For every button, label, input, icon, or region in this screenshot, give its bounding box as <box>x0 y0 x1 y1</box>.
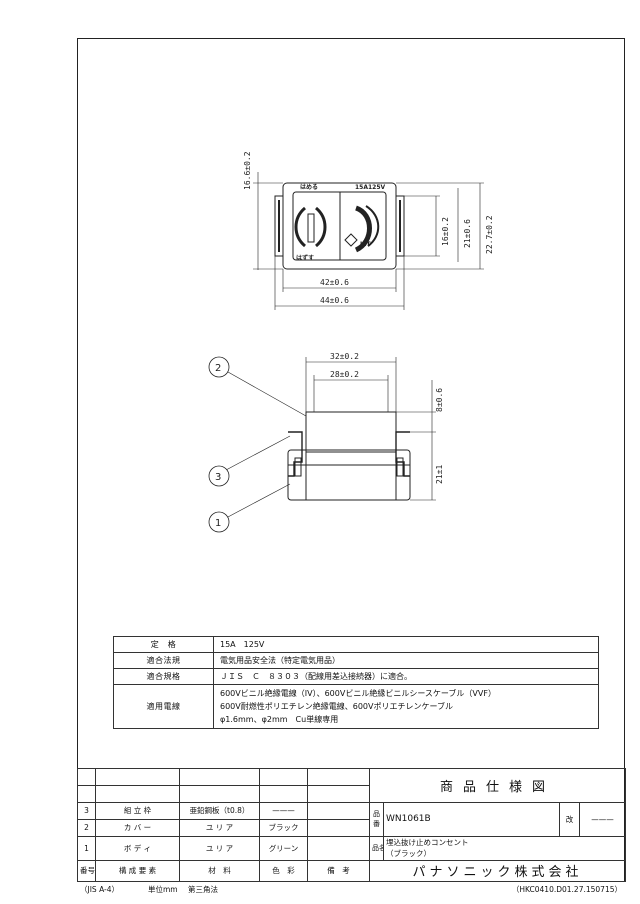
spec-value: ＪＩＳ Ｃ ８３０３（配線用差込接続器）に適合。 <box>213 668 599 685</box>
label-remove: はずす <box>296 254 314 262</box>
dim-side-right-1: 8±0.6 <box>435 388 444 412</box>
front-view <box>274 182 405 270</box>
front-view-dim-text: 16.6±0.2 16±0.2 21±0.6 22.7±0.2 42±0.6 4… <box>243 151 494 305</box>
spec-row: 適合規格 ＪＩＳ Ｃ ８３０３（配線用差込接続器）に適合。 <box>113 668 599 685</box>
part-note <box>307 835 370 861</box>
parts-header-row: 番号 構 成 要 素 材 料 色 彩 備 考 パナソニック株式会社 <box>77 859 627 883</box>
part-bubble-numbers: 2 3 1 <box>215 363 221 529</box>
technical-drawing: はめる 15A125V はずす JET 16.6±0.2 16±0.2 21±0… <box>208 151 494 533</box>
header-color: 色 彩 <box>259 859 308 883</box>
dim-side-right-2: 21±1 <box>435 465 444 484</box>
header-component: 構 成 要 素 <box>95 859 180 883</box>
part-no: 3 <box>77 801 96 820</box>
product-name-label: 品名 <box>369 835 384 861</box>
dim-side-top-1: 32±0.2 <box>330 352 359 361</box>
spec-value-line: 600Vビニル絶縁電線（IV）、600Vビニル絶縁ビニルシースケーブル（VVF） <box>220 689 496 698</box>
header-note: 備 考 <box>307 859 370 883</box>
dim-height-overall: 16.6±0.2 <box>243 151 252 190</box>
part-bubbles <box>208 356 230 533</box>
side-view <box>287 411 411 501</box>
spec-row: 定 格 15A 125V <box>113 636 599 653</box>
spec-row: 適用電線 600Vビニル絶縁電線（IV）、600Vビニル絶縁ビニルシースケーブル… <box>113 684 599 729</box>
spec-row: 適合法規 電気用品安全法（特定電気用品） <box>113 652 599 669</box>
product-name-text: 埋込抜け止めコンセント <box>386 838 469 848</box>
part-material: ユ リ ア <box>179 818 260 837</box>
part-color: ——— <box>259 801 308 820</box>
revision-label: 改 <box>559 801 580 837</box>
part-no: 2 <box>77 818 96 837</box>
part-no: 1 <box>77 835 96 861</box>
header-material: 材 料 <box>179 859 260 883</box>
side-view-dimensions <box>225 357 436 519</box>
unit-note: 単位mm <box>148 885 178 894</box>
part-color: ブラック <box>259 818 308 837</box>
front-view-dimensions <box>253 172 484 310</box>
label-rating: 15A125V <box>355 184 386 191</box>
spec-key: 適合規格 <box>113 668 214 685</box>
part-name: 組 立 枠 <box>95 801 180 820</box>
dim-right-1: 16±0.2 <box>441 217 450 246</box>
spec-key: 適合法規 <box>113 652 214 669</box>
spec-value-line: φ1.6mm、φ2mm Cu単線専用 <box>220 715 339 724</box>
part-material: ユ リ ア <box>179 835 260 861</box>
title-block: 商品仕様図 3 組 立 枠 亜鉛鋼板（t0.8） ——— 品番 WN1061B … <box>77 768 627 883</box>
paper-size: （JIS A-4） <box>80 885 120 894</box>
parts-row: 1 ボ デ ィ ユ リ ア グリーン 品名 埋込抜け止めコンセント （ブラック） <box>77 835 627 861</box>
part-name: ボ デ ィ <box>95 835 180 861</box>
label-jet: JET <box>359 241 371 248</box>
part-note <box>307 818 370 837</box>
document-title: 商品仕様図 <box>368 768 627 803</box>
product-no-label: 品番 <box>369 801 384 837</box>
part-name: カ バ ー <box>95 818 180 837</box>
dim-side-top-2: 28±0.2 <box>330 370 359 379</box>
spec-key: 定 格 <box>113 636 214 653</box>
spec-value: 電気用品安全法（特定電気用品） <box>213 652 599 669</box>
projection-note: 第三角法 <box>188 885 218 894</box>
spec-table: 定 格 15A 125V 適合法規 電気用品安全法（特定電気用品） 適合規格 Ｊ… <box>113 636 599 729</box>
drawing-frame <box>77 38 625 882</box>
part-number-1: 1 <box>215 518 221 529</box>
spec-value-line: 600V耐燃性ポリエチレン絶縁電線、600Vポリエチレンケーブル <box>220 702 454 711</box>
company-name: パナソニック株式会社 <box>368 859 627 883</box>
part-color: グリーン <box>259 835 308 861</box>
spec-key: 適用電線 <box>113 684 214 729</box>
document-code: （HKC0410.D01.27.150715） <box>511 885 622 894</box>
front-view-labels: はめる 15A125V はずす JET <box>296 183 386 262</box>
part-note <box>307 801 370 820</box>
dim-bottom-2: 44±0.6 <box>320 296 349 305</box>
spec-value: 15A 125V <box>213 636 599 653</box>
product-color-text: （ブラック） <box>386 849 431 859</box>
dim-bottom-1: 42±0.6 <box>320 278 349 287</box>
part-material: 亜鉛鋼板（t0.8） <box>179 801 260 820</box>
product-no: WN1061B <box>383 801 560 837</box>
part-number-3: 3 <box>215 472 221 483</box>
label-insert: はめる <box>300 183 318 191</box>
header-no: 番号 <box>77 859 96 883</box>
revision-value: ——— <box>578 801 627 837</box>
parts-row: 3 組 立 枠 亜鉛鋼板（t0.8） ——— 品番 WN1061B 改 ——— <box>77 801 627 837</box>
dim-right-2: 21±0.6 <box>463 219 472 248</box>
dim-right-3: 22.7±0.2 <box>485 215 494 254</box>
product-name: 埋込抜け止めコンセント （ブラック） <box>382 835 627 861</box>
part-number-2: 2 <box>215 363 221 374</box>
spec-value: 600Vビニル絶縁電線（IV）、600Vビニル絶縁ビニルシースケーブル（VVF）… <box>213 684 599 729</box>
side-view-dim-text: 32±0.2 28±0.2 8±0.6 21±1 <box>330 352 444 484</box>
